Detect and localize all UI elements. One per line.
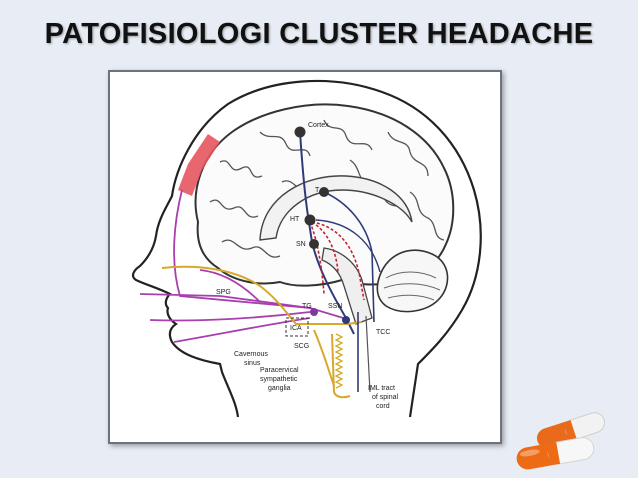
brainstem [321, 247, 373, 325]
hypothalamic-activation-path [309, 221, 365, 301]
corpus-callosum [259, 175, 413, 241]
label-hypothalamus: HT [290, 216, 300, 223]
label-ica: ICA [290, 325, 302, 332]
capsules-decoration [516, 412, 606, 470]
trigeminal-pathway [139, 189, 351, 343]
capsule-pill-icon [516, 437, 595, 470]
label-substantia-nigra: SN [296, 241, 306, 248]
head-outline [131, 79, 482, 418]
brain-diagram: Cortex T HT SN SPG TG SSN ICA SCG TCC Ca… [108, 70, 502, 444]
label-sinus: sinus [244, 360, 261, 367]
label-tcc: TCC [376, 329, 390, 336]
label-scg: SCG [294, 343, 309, 350]
slide-title: PATOFISIOLOGI CLUSTER HEADACHE [44, 18, 594, 50]
label-tg: TG [302, 303, 312, 310]
hypothalamus-node [304, 214, 316, 226]
label-iml-tract: IML tract [368, 385, 395, 392]
thalamus-node [319, 187, 329, 197]
iml-tract [334, 333, 344, 389]
brain-anatomy-illustration: Cortex T HT SN SPG TG SSN ICA SCG TCC Ca… [131, 79, 482, 418]
label-cord: cord [376, 403, 390, 410]
cortex-node [294, 126, 306, 138]
label-cavernous: Cavernous [234, 351, 268, 358]
label-cortex: Cortex [308, 122, 329, 129]
substantia-nigra-node [309, 239, 319, 249]
label-of-spinal: of spinal [372, 394, 399, 401]
ssn-node [342, 316, 350, 324]
cerebellum-folia [383, 271, 441, 301]
trigeminal-ganglion-node [310, 308, 318, 316]
ica-box [285, 317, 309, 337]
label-ssn: SSN [328, 303, 342, 310]
spinal-cord-line [365, 315, 371, 393]
label-thalamus: T [315, 187, 320, 194]
pain-area-marker [178, 134, 220, 196]
hypothalamic-projection [315, 219, 381, 273]
label-ganglia: ganglia [268, 385, 291, 392]
label-spg: SPG [216, 289, 231, 296]
label-paracervical: Paracervical [260, 367, 299, 374]
parasympathetic-pathway [161, 265, 363, 399]
label-sympathetic: sympathetic [260, 376, 298, 383]
